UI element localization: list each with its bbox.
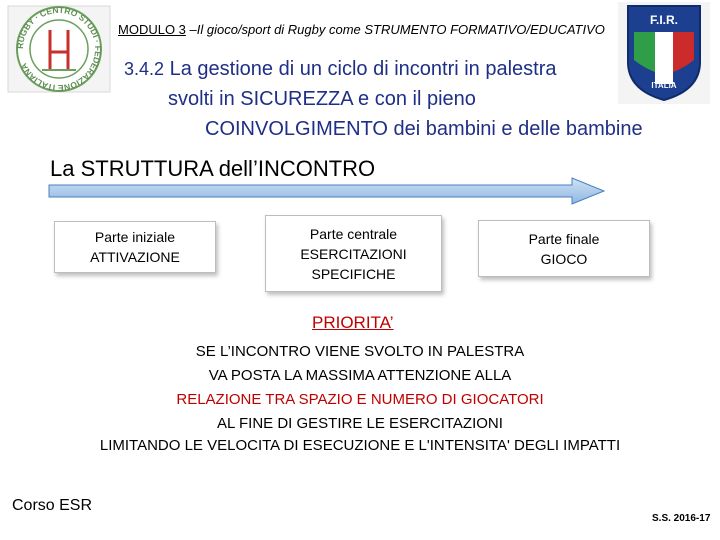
- main-title-line-2: svolti in SICUREZZA e con il pieno: [168, 88, 476, 110]
- phase-box-line: GIOCO: [540, 250, 588, 267]
- priority-line-1: SE L’INCONTRO VIENE SVOLTO IN PALESTRA: [195, 343, 525, 360]
- fir-logo-text: F.I.R.: [650, 13, 678, 27]
- priority-line-5: LIMITANDO LE VELOCITA DI ESECUZIONE E L'…: [99, 437, 621, 454]
- phase-box-line: Parte iniziale: [94, 229, 176, 245]
- phase-box-line: ESERCITAZIONI: [300, 245, 407, 262]
- phase-box-central: Parte centrale ESERCITAZIONI SPECIFICHE: [265, 215, 442, 292]
- centro-studi-logo: RUGBY · CENTRO STUDI · FEDERAZIONE ITALI…: [6, 4, 112, 94]
- priority-line-highlight: RELAZIONE TRA SPAZIO E NUMERO DI GIOCATO…: [176, 391, 544, 408]
- section-number: 3.4.2: [124, 59, 165, 79]
- phase-box-line: Parte finale: [528, 230, 600, 247]
- phase-box-line: Parte centrale: [309, 225, 398, 242]
- course-name: Corso ESR: [12, 497, 93, 514]
- italia-logo-text: ITALIA: [651, 81, 676, 90]
- timeline-arrow: [48, 175, 608, 207]
- main-title-line-3: COINVOLGIMENTO dei bambini e delle bambi…: [205, 118, 643, 140]
- phase-box-line: SPECIFICHE: [311, 265, 396, 282]
- fir-shield-logo: F.I.R. ITALIA: [618, 2, 710, 104]
- phase-box-line: ATTIVAZIONE: [90, 249, 180, 265]
- module-heading: MODULO 3 –Il gioco/sport di Rugby come S…: [118, 22, 605, 37]
- priority-line-2: VA POSTA LA MASSIMA ATTENZIONE ALLA: [208, 367, 512, 384]
- main-title-line-1: 3.4.2 La gestione di un ciclo di incontr…: [124, 56, 557, 82]
- title-text-1: La gestione di un ciclo di incontri in p…: [164, 58, 557, 80]
- phase-box-final: Parte finale GIOCO: [478, 220, 650, 277]
- module-label: MODULO 3: [118, 22, 186, 37]
- priority-line-4: AL FINE DI GESTIRE LE ESERCITAZIONI: [217, 415, 503, 432]
- phase-box-initial: Parte iniziale ATTIVAZIONE: [54, 221, 216, 273]
- season-code: S.S. 2016-17: [652, 513, 711, 524]
- module-subtitle: –Il gioco/sport di Rugby come STRUMENTO …: [185, 22, 605, 37]
- priority-heading: PRIORITA’: [312, 313, 394, 332]
- structure-heading: La STRUTTURA dell’INCONTRO: [50, 156, 376, 181]
